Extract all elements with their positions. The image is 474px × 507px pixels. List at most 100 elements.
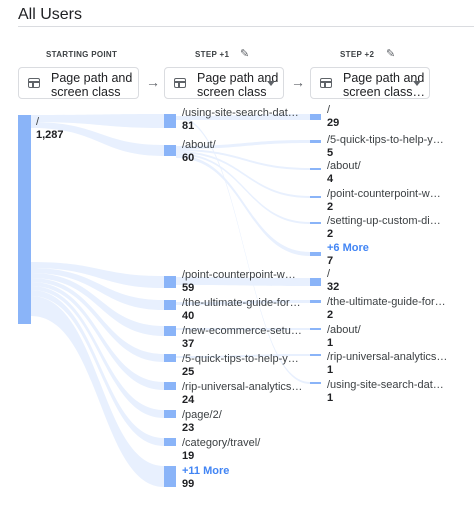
step2-node-value: 4 — [327, 173, 334, 185]
step1-node-bar — [164, 276, 176, 288]
step2-node-label[interactable]: /point-counterpoint-w… — [327, 188, 441, 200]
flow-link — [176, 153, 310, 224]
dropdown-label: Page path and screen class… — [343, 71, 425, 99]
step1-node-bar — [164, 114, 176, 128]
step2-node-label[interactable]: /setting-up-custom-di… — [327, 215, 441, 227]
step2-node-bar — [310, 354, 321, 356]
flow-links — [31, 114, 310, 487]
step2-node-bar — [310, 196, 321, 198]
table-icon — [320, 78, 332, 88]
step2-node-value: 1 — [327, 337, 334, 349]
caret-down-icon — [413, 81, 421, 86]
step2-node-label[interactable]: /about/ — [327, 324, 361, 336]
step1-node-bar — [164, 145, 176, 156]
arrow-right-icon: → — [291, 74, 305, 90]
flow-link — [31, 278, 164, 362]
step1-node-value: 19 — [182, 450, 195, 462]
step1-node-value: 99 — [182, 478, 195, 490]
step1-node-label[interactable]: /category/travel/ — [182, 437, 261, 449]
dropdown-label: Page path and screen class — [197, 71, 279, 99]
step2-node-value: 7 — [327, 255, 334, 267]
step2-more-link[interactable]: +6 More — [327, 242, 369, 254]
flow-link — [176, 140, 310, 149]
flow-link — [31, 262, 164, 288]
step2-node-label[interactable]: /5-quick-tips-to-help-y… — [327, 134, 444, 146]
step2-node-bar — [310, 252, 321, 256]
exploration-title: All Users — [18, 6, 83, 23]
flow-link — [31, 114, 164, 128]
step1-node-bar — [164, 410, 176, 418]
step2-node-label[interactable]: /the-ultimate-guide-for… — [327, 296, 446, 308]
starting-point-header: STARTING POINT — [46, 50, 118, 59]
step2-node-bar — [310, 114, 321, 120]
step2-node-value: 2 — [327, 228, 334, 240]
flow-link — [176, 328, 310, 330]
flow-link — [176, 354, 310, 358]
step2-edit-pencil-icon[interactable]: ✎ — [386, 48, 396, 60]
step1-node-label[interactable]: /page/2/ — [182, 409, 222, 421]
step2-node-value: 2 — [327, 201, 334, 213]
flow-link — [176, 155, 310, 256]
step1-node-value: 59 — [182, 282, 195, 294]
flow-link — [176, 114, 310, 120]
flow-link — [31, 273, 164, 336]
step1-node-label[interactable]: /using-site-search-dat… — [182, 107, 299, 119]
start-node-bar — [18, 115, 31, 324]
step2-node-bar — [310, 382, 321, 384]
flow-link — [31, 296, 164, 487]
step1-node-bar — [164, 354, 176, 362]
step2-node-value: 5 — [327, 147, 334, 159]
flow-link — [176, 151, 310, 198]
step2-node-label[interactable]: / — [327, 104, 331, 116]
step1-node-value: 25 — [182, 366, 195, 378]
flow-link — [176, 277, 310, 286]
step2-node-value: 1 — [327, 364, 334, 376]
step1-node-label[interactable]: /point-counterpoint-w… — [182, 269, 296, 281]
step2-node-label[interactable]: /using-site-search-dat… — [327, 379, 444, 391]
start-node-label[interactable]: / — [36, 116, 40, 128]
step1-node-value: 40 — [182, 310, 195, 322]
step1-node-value: 23 — [182, 422, 195, 434]
step2-node-bar — [310, 278, 321, 286]
step2-node-value: 2 — [327, 309, 334, 321]
flow-link — [31, 268, 164, 310]
flow-link — [176, 149, 310, 170]
step1-node-label[interactable]: /rip-universal-analytics… — [182, 381, 303, 393]
step2-node-bar — [310, 300, 321, 303]
step2-node-label[interactable]: /rip-universal-analytics… — [327, 351, 448, 363]
step2-node-bar — [310, 328, 321, 330]
title-divider — [18, 26, 474, 27]
step1-node-bar — [164, 382, 176, 390]
step1-node-label[interactable]: /new-ecommerce-setu… — [182, 325, 302, 337]
step2-node-value: 29 — [327, 117, 340, 129]
step2-dimension-dropdown[interactable]: Page path and screen class… — [310, 67, 430, 99]
step2-node-label[interactable]: / — [327, 268, 331, 280]
step2-header: STEP +2 — [340, 50, 375, 59]
step1-node-value: 81 — [182, 120, 195, 132]
step1-node-bar — [164, 300, 176, 310]
step2-node-value: 1 — [327, 392, 334, 404]
caret-down-icon — [267, 81, 275, 86]
step1-node-bar — [164, 326, 176, 336]
step1-node-value: 37 — [182, 338, 195, 350]
flow-link — [176, 300, 310, 305]
starting-point-dimension-dropdown[interactable]: Page path and screen class — [18, 67, 139, 99]
dropdown-label: Page path and screen class — [51, 71, 133, 99]
step1-edit-pencil-icon[interactable]: ✎ — [240, 48, 250, 60]
step2-node-bar — [310, 140, 321, 143]
step2-node-value: 32 — [327, 281, 340, 293]
step1-more-link[interactable]: +11 More — [182, 465, 230, 477]
step1-dimension-dropdown[interactable]: Page path and screen class — [164, 67, 284, 99]
step1-node-bar — [164, 466, 176, 487]
step1-node-label[interactable]: /about/ — [182, 139, 216, 151]
flow-link — [31, 122, 164, 156]
step1-node-label[interactable]: /5-quick-tips-to-help-y… — [182, 353, 299, 365]
table-icon — [174, 78, 186, 88]
step1-node-bar — [164, 438, 176, 446]
step1-node-label[interactable]: /the-ultimate-guide-for… — [182, 297, 301, 309]
step2-node-bar — [310, 222, 321, 224]
step2-node-label[interactable]: /about/ — [327, 160, 361, 172]
step1-node-value: 24 — [182, 394, 195, 406]
start-node-value: 1,287 — [36, 129, 64, 141]
